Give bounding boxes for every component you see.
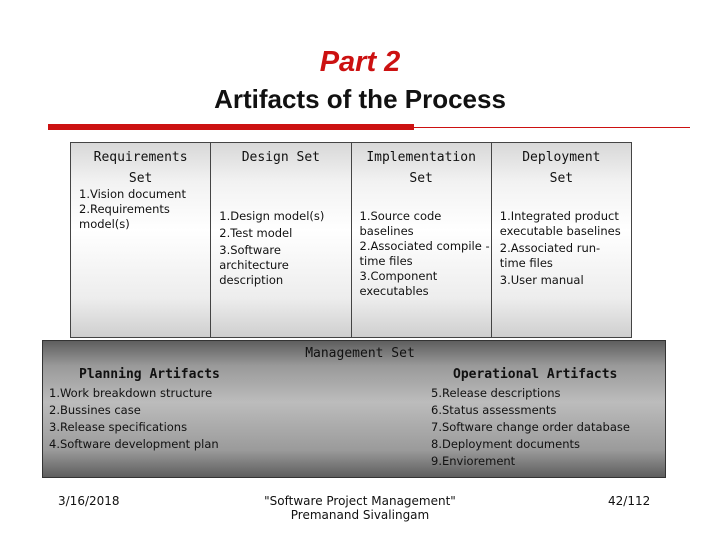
list-item: 3.User manual <box>499 273 584 287</box>
requirements-set-column: Requirements Set 1.Vision document 2.Req… <box>71 143 212 337</box>
title-underline-thin <box>414 127 690 128</box>
implementation-set-column: Implementation Set 1.Source code baselin… <box>352 143 492 337</box>
list-item: 4.Software development plan <box>49 437 219 451</box>
operational-artifacts-list: 5.Release descriptions 6.Status assessme… <box>431 385 630 470</box>
column-heading: Implementation Set <box>366 150 476 186</box>
title-underline-thick <box>48 124 414 130</box>
deployment-items: 1.Integrated product executable baseline… <box>500 209 627 288</box>
list-item: 3.Software architecture description <box>219 243 289 287</box>
artifact-sets-table: Requirements Set 1.Vision document 2.Req… <box>70 142 632 338</box>
list-item: 2.Associated run-time files <box>499 241 601 270</box>
list-item: 7.Software change order database <box>431 420 630 434</box>
list-item: 6.Status assessments <box>431 403 557 417</box>
footer-course: "Software Project Management" Premanand … <box>264 494 456 522</box>
management-set-panel: Planning Artifacts 1.Work breakdown stru… <box>42 340 666 478</box>
list-item: 3.Release specifications <box>49 420 188 434</box>
list-item: 9.Enviorement <box>431 454 516 468</box>
deployment-set-column: Deployment Set 1.Integrated product exec… <box>492 143 631 337</box>
list-item: 1.Work breakdown structure <box>49 386 213 400</box>
slide-title: Artifacts of the Process <box>214 84 506 114</box>
list-item: 3.Component executables <box>359 269 438 298</box>
column-heading: Deployment Set <box>522 150 601 186</box>
list-item: 2.Requirements model(s) <box>79 202 170 231</box>
list-item: 8.Deployment documents <box>431 437 580 451</box>
list-item: 1.Vision document <box>79 187 186 201</box>
requirements-items: 1.Vision document 2.Requirements model(s… <box>79 187 206 232</box>
slide-part-label: Part 2 <box>319 46 401 78</box>
list-item: 2.Test model <box>219 226 293 240</box>
list-item: 1.Source code baselines <box>359 209 442 238</box>
list-item: 1.Design model(s) <box>219 209 325 223</box>
list-item: 5.Release descriptions <box>431 386 561 400</box>
planning-artifacts-heading: Planning Artifacts <box>79 367 220 382</box>
footer-date: 3/16/2018 <box>58 494 120 508</box>
column-heading: Requirements Set <box>93 150 188 186</box>
list-item: 2.Bussines case <box>49 403 141 417</box>
list-item: 2.Associated compile -time files <box>359 239 490 268</box>
list-item: 1.Integrated product executable baseline… <box>499 209 621 238</box>
footer-page-number: 42/112 <box>608 494 651 508</box>
design-items: 1.Design model(s) 2.Test model 3.Softwar… <box>219 209 346 288</box>
column-heading: Design Set <box>241 150 321 165</box>
operational-artifacts-heading: Operational Artifacts <box>453 367 618 382</box>
implementation-items: 1.Source code baselines 2.Associated com… <box>359 209 490 299</box>
management-set-title: Management Set <box>305 346 415 361</box>
design-set-column: Design Set 1.Design model(s) 2.Test mode… <box>211 143 352 337</box>
planning-artifacts-list: 1.Work breakdown structure 2.Bussines ca… <box>49 385 219 453</box>
